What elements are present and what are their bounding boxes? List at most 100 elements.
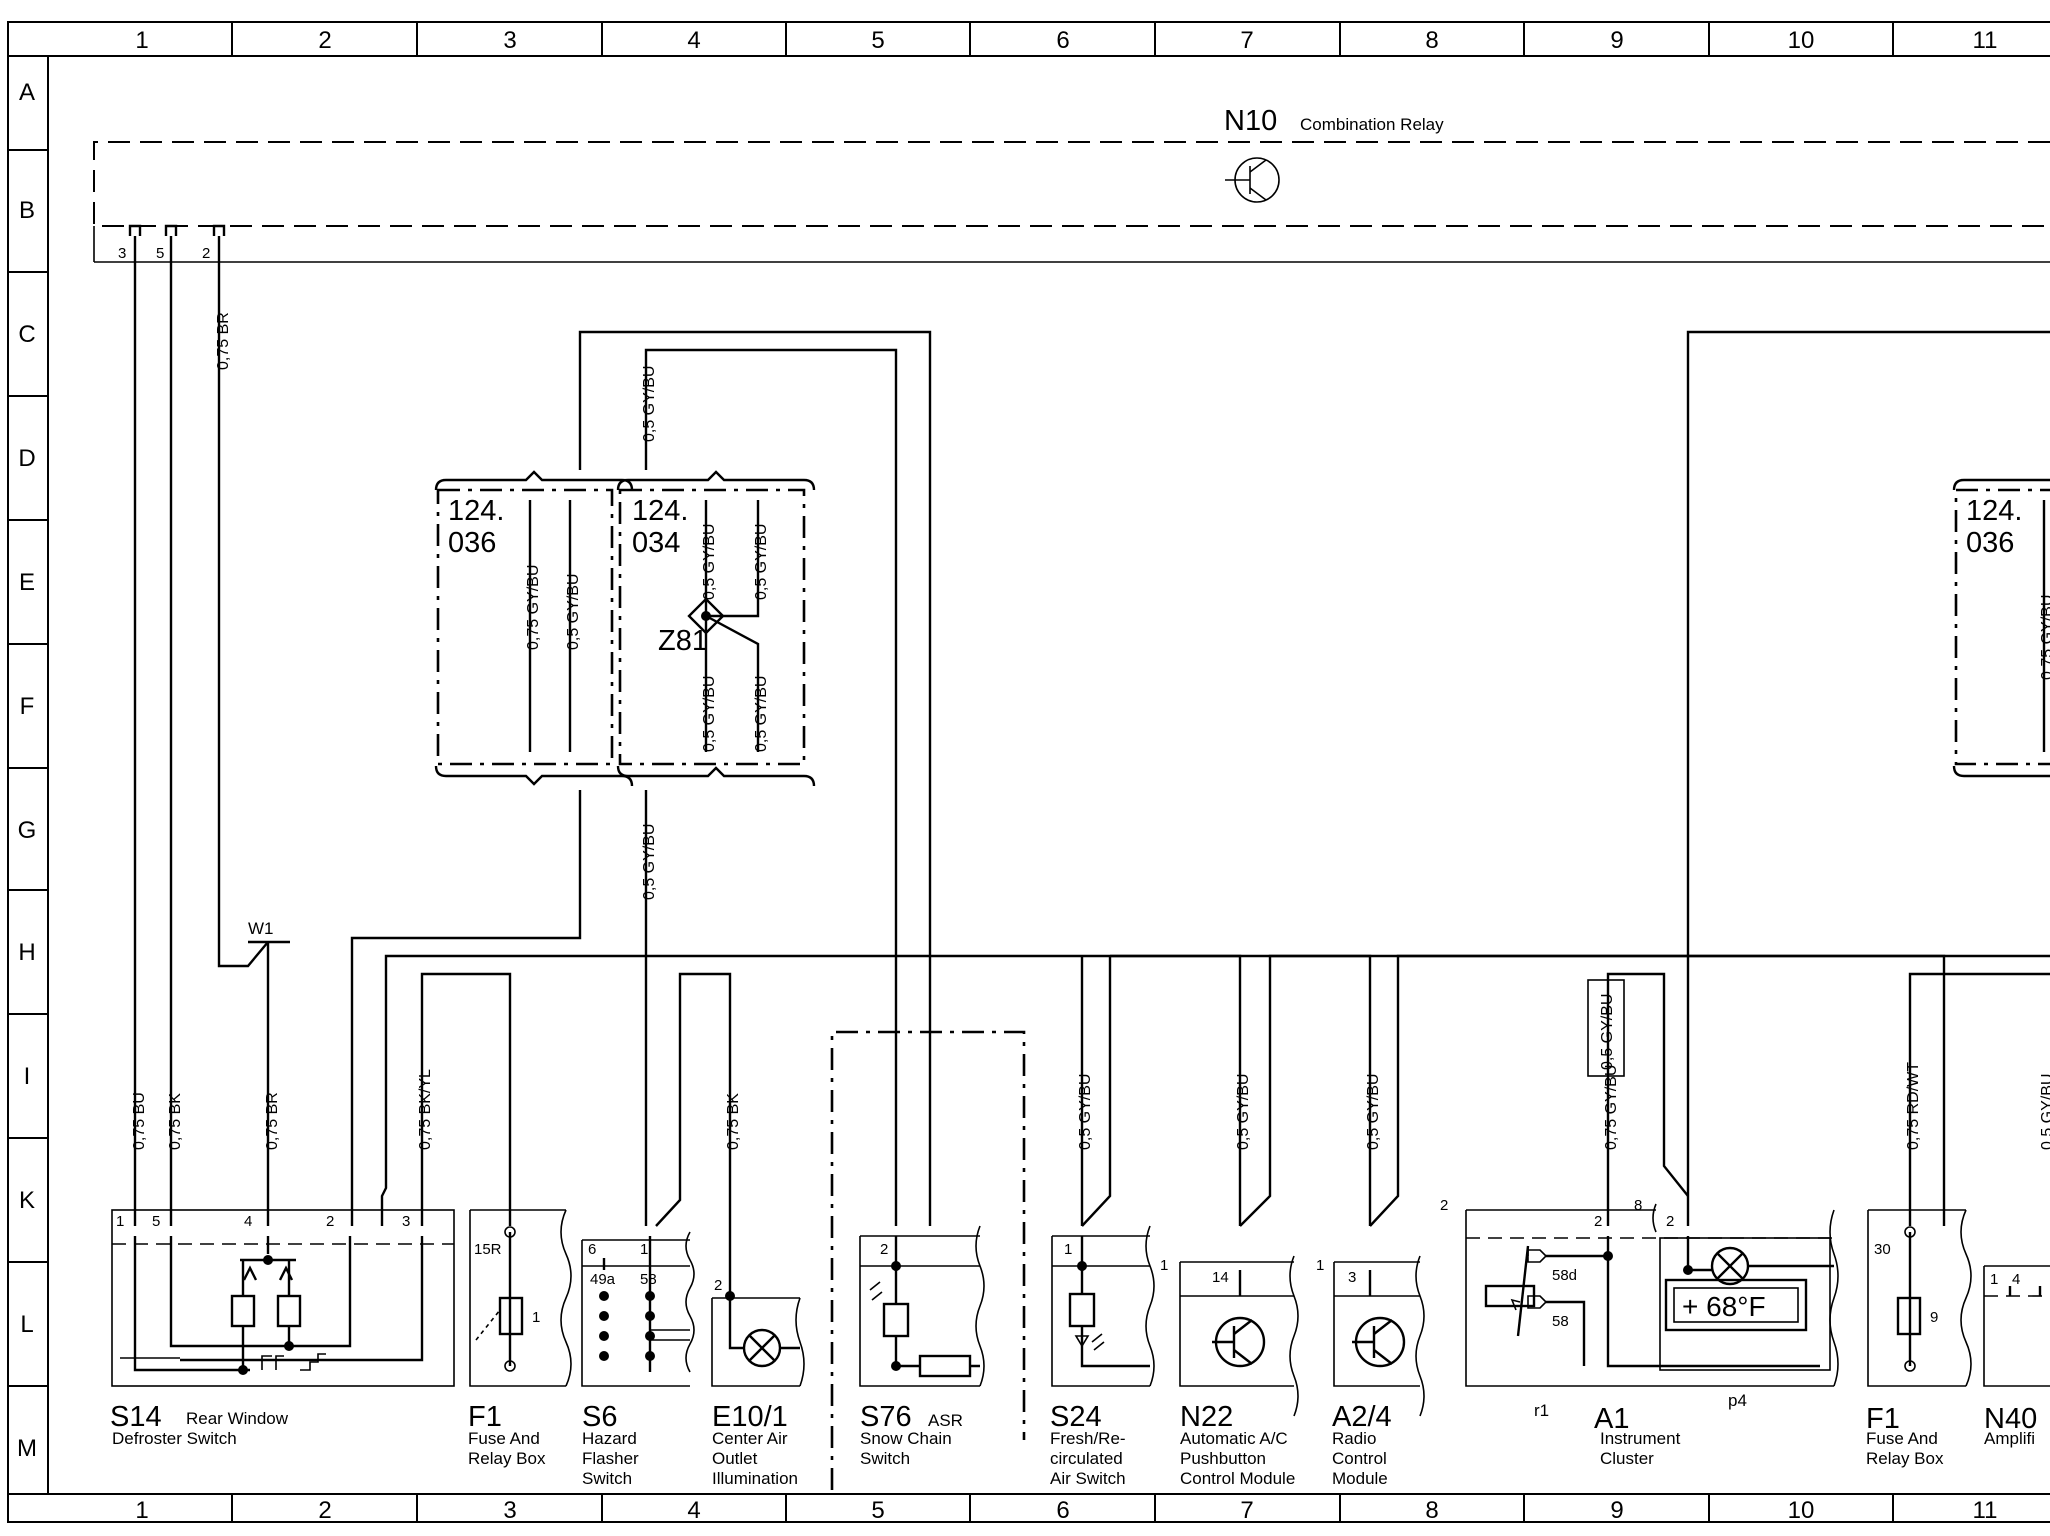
pin-label: 2: [880, 1241, 888, 1258]
splice-code: 036: [448, 527, 496, 559]
component-sub-label: r1: [1534, 1401, 1549, 1420]
component-desc: Automatic A/C: [1180, 1429, 1288, 1448]
wire-label: 0,5 GY/BU: [565, 574, 582, 650]
row-label: M: [17, 1435, 37, 1462]
component-a1: 2 2 8 2 58d 58 + 68°F A1 r1 p4 Instrumen…: [1440, 1197, 1839, 1468]
col-label: 9: [1610, 27, 1623, 54]
wire-label: 0,5 GY/BU: [1599, 994, 1616, 1070]
col-label: 3: [503, 1497, 516, 1524]
pin-label: 2: [1440, 1197, 1448, 1214]
component-desc: Pushbutton: [1180, 1449, 1266, 1468]
wire-label: 0,75 BK: [167, 1093, 184, 1150]
cluster-display-text: + 68°F: [1682, 1291, 1766, 1322]
wire-label: 0,75 GY/BU: [2039, 595, 2050, 680]
component-code: F1: [468, 1401, 502, 1433]
splice-block-124-034: 124. 034 Z81 0,5 GY/BU 0,5 GY/BU 0,5 GY/…: [616, 470, 816, 787]
pin-label: 14: [1212, 1269, 1229, 1286]
col-label: 6: [1056, 1497, 1069, 1524]
rheostat-icon: [1484, 1284, 1536, 1308]
component-code: F1: [1866, 1403, 1900, 1435]
pin-label: 2: [326, 1213, 334, 1230]
component-desc: Switch: [582, 1469, 632, 1488]
pin-label: 1: [1064, 1241, 1072, 1258]
grid-frame: [7, 21, 2050, 1523]
component-f1-left: 15R 1 F1 Fuse And Relay Box: [468, 1209, 572, 1468]
pin-label: 58: [1552, 1313, 1569, 1330]
col-label: 4: [687, 1497, 700, 1524]
splice-z81-label: Z81: [658, 625, 708, 657]
component-s6: 6 1 49a 58 S6 Hazard Flasher Switch: [581, 1231, 695, 1488]
wire-label: 0,5 GY/BU: [2039, 1074, 2050, 1150]
component-desc: Outlet: [712, 1449, 758, 1468]
pin-label: 3: [1348, 1269, 1356, 1286]
fuse-icon: [1896, 1296, 1922, 1336]
wire-label: 0,75 BK: [725, 1093, 742, 1150]
component-s14: 1 5 4 2 3 S14 Rear Window Defroster Swit…: [110, 1209, 455, 1448]
component-code: S6: [582, 1401, 617, 1433]
col-label: 6: [1056, 27, 1069, 54]
wire-label-box: [1587, 979, 1625, 1077]
component-name: ASR: [928, 1411, 963, 1430]
wire-label: 0,5 GY/BU: [1077, 1074, 1094, 1150]
wires-middle: 0,5 GY/BU 0,5 GY/BU 0,75 BK/YL 0,75 BK 0…: [350, 330, 2050, 1296]
relay-code: N10: [1224, 105, 1277, 137]
relay-n10: N10 Combination Relay 3 5 2: [93, 105, 2050, 263]
pin-label: 1: [1316, 1257, 1324, 1274]
wire-label: 0,75 BR: [264, 1092, 281, 1150]
component-desc: Defroster Switch: [112, 1429, 237, 1448]
component-name: Rear Window: [186, 1409, 289, 1428]
component-desc: Relay Box: [468, 1449, 546, 1468]
col-label: 1: [135, 1497, 148, 1524]
col-label: 2: [318, 27, 331, 54]
component-desc: Snow Chain: [860, 1429, 952, 1448]
pin-label: 4: [244, 1213, 252, 1230]
component-a2-4: 1 3 A2/4 Radio Control Module: [1316, 1255, 1425, 1488]
transistor-icon: [1225, 157, 1280, 203]
component-desc: Amplifi: [1984, 1429, 2035, 1448]
relay-pin-connector: [212, 224, 226, 236]
pin-label: 1: [1990, 1271, 1998, 1288]
wire-label: 0,5 GY/BU: [1365, 1074, 1382, 1150]
col-label: 5: [871, 27, 884, 54]
col-label: 7: [1240, 1497, 1253, 1524]
pin-label: 1: [116, 1213, 124, 1230]
fuse-icon: [498, 1296, 524, 1336]
component-desc: Relay Box: [1866, 1449, 1944, 1468]
relay-pin-connector: [128, 224, 142, 236]
splice-code: 124.: [448, 495, 504, 527]
splice-block-right: 124. 036 0,75 GY/BU: [1952, 478, 2050, 778]
component-code: E10/1: [712, 1401, 788, 1433]
wire-label: 0,5 GY/BU: [701, 676, 718, 752]
col-label: 2: [318, 1497, 331, 1524]
component-desc: Control: [1332, 1449, 1387, 1468]
pin-label: 1: [1160, 1257, 1168, 1274]
transistor-icon: [1212, 1316, 1266, 1368]
row-label: F: [20, 693, 35, 720]
component-desc: Air Switch: [1050, 1469, 1126, 1488]
component-desc: Radio: [1332, 1429, 1376, 1448]
resistor-icon: [1068, 1292, 1096, 1328]
row-label: C: [18, 321, 35, 348]
led-icon: [1074, 1333, 1105, 1351]
pin-label: 8: [1634, 1197, 1642, 1214]
component-code: S14: [110, 1401, 162, 1433]
wire-label: 0,5 GY/BU: [641, 366, 658, 442]
pin-label: 5: [152, 1213, 160, 1230]
row-labels: A B C D E F G H I K L M: [17, 79, 37, 1462]
component-desc: Control Module: [1180, 1469, 1295, 1488]
component-code: N22: [1180, 1401, 1233, 1433]
relay-name: Combination Relay: [1300, 115, 1444, 134]
wire-label: 0,75 BK/YL: [417, 1069, 434, 1150]
col-label: 10: [1788, 27, 1815, 54]
pin-label: 15R: [474, 1241, 502, 1258]
wires-left: W1 0,75 BR 0,75 BU 0,75 BK 0,75 BR: [131, 236, 290, 1226]
wire-label: 0,75 BU: [131, 1092, 148, 1150]
pin-label: 58d: [1552, 1267, 1577, 1284]
component-desc: Center Air: [712, 1429, 788, 1448]
column-labels-top: 1 2 3 4 5 6 7 8 9 10 11: [135, 27, 1997, 54]
splice-block-124-036: 124. 036 0,75 GY/BU 0,5 GY/BU: [434, 470, 634, 787]
wire-label: 0,5 GY/BU: [1235, 1074, 1252, 1150]
component-n22: 14 N22 Automatic A/C Pushbutton Control …: [1179, 1255, 1299, 1488]
component-code: A1: [1594, 1403, 1629, 1435]
col-label: 9: [1610, 1497, 1623, 1524]
